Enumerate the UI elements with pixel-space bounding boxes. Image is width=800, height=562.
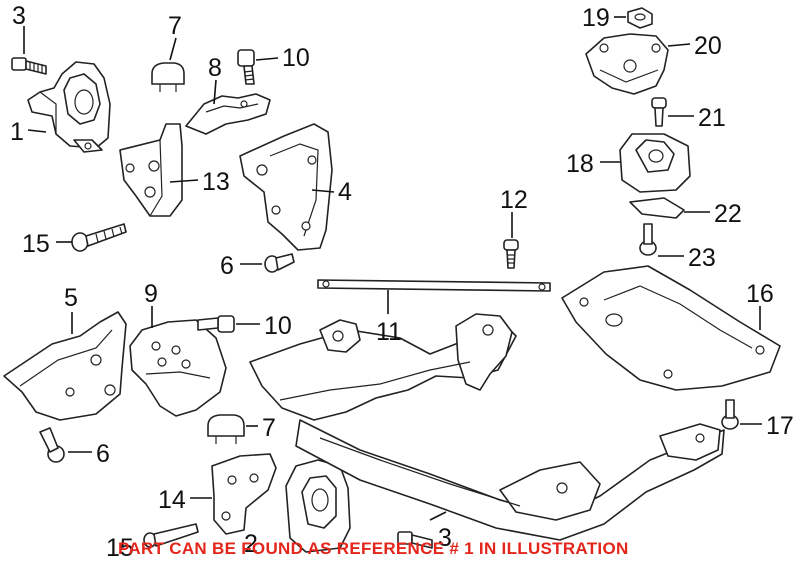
callout-23: 23 <box>688 244 716 272</box>
part-6-bolt-top <box>264 253 295 273</box>
part-21-bolt <box>651 97 667 127</box>
part-15-bolt-top <box>71 223 127 252</box>
part-3-bolt-lower <box>397 531 433 549</box>
callout-10-middle: 10 <box>264 312 292 340</box>
part-11-bar <box>317 279 551 292</box>
callout-9: 9 <box>144 280 158 308</box>
part-7-buffer-top <box>151 62 185 92</box>
callout-13: 13 <box>202 168 230 196</box>
part-6-bolt-lower <box>39 427 65 463</box>
part-3-bolt-top <box>11 57 47 75</box>
callout-8: 8 <box>208 54 222 82</box>
callout-1: 1 <box>10 118 24 146</box>
subframe-crossmember <box>249 313 725 541</box>
callout-6-top: 6 <box>220 252 234 280</box>
callout-labels: 3 1 7 8 10 13 4 15 6 12 11 5 9 10 6 7 14… <box>10 2 794 562</box>
callout-6-lower: 6 <box>96 440 110 468</box>
part-10-bolt-top <box>237 49 255 85</box>
part-1-engine-mount <box>27 61 111 153</box>
callout-3-lower: 3 <box>438 524 452 552</box>
callout-10-top: 10 <box>282 44 310 72</box>
callout-17: 17 <box>766 412 794 440</box>
part-20-mount-bracket <box>585 33 669 95</box>
callout-7-top: 7 <box>168 12 182 40</box>
callout-20: 20 <box>694 32 722 60</box>
callout-7-lower: 7 <box>262 414 276 442</box>
part-13-bracket <box>119 123 183 217</box>
part-23-bolt <box>639 223 657 256</box>
callout-15-top: 15 <box>22 230 50 258</box>
part-19-nut <box>627 7 653 29</box>
callout-15-lower: 15 <box>106 534 134 562</box>
callout-5: 5 <box>64 284 78 312</box>
part-14-bracket <box>211 453 277 535</box>
part-17-bolt <box>721 399 739 430</box>
leader-lines <box>23 16 762 521</box>
callout-18: 18 <box>566 150 594 178</box>
callout-14: 14 <box>158 486 186 514</box>
callout-19: 19 <box>582 4 610 32</box>
callout-21: 21 <box>698 104 726 132</box>
part-16-crossmember <box>561 265 781 391</box>
part-15-bolt-lower <box>143 523 199 548</box>
part-22-strip <box>629 197 685 219</box>
part-10-bolt-middle <box>197 315 235 333</box>
callout-2: 2 <box>244 530 258 558</box>
part-12-bolt <box>503 239 519 269</box>
part-2-engine-mount <box>285 459 351 553</box>
callout-16: 16 <box>746 280 774 308</box>
callout-22: 22 <box>714 200 742 228</box>
callout-12: 12 <box>500 186 528 214</box>
part-8-heat-shield <box>185 93 271 135</box>
part-9-heat-shield <box>129 319 227 417</box>
callout-11: 11 <box>376 318 402 346</box>
callout-3-top: 3 <box>12 2 26 30</box>
part-7-buffer-lower <box>207 414 245 444</box>
part-4-bracket <box>239 123 333 251</box>
reference-notice: PART CAN BE FOUND AS REFERENCE # 1 IN IL… <box>118 539 629 558</box>
callout-4: 4 <box>338 178 352 206</box>
part-18-mount <box>619 133 691 193</box>
part-5-bracket <box>3 311 127 421</box>
